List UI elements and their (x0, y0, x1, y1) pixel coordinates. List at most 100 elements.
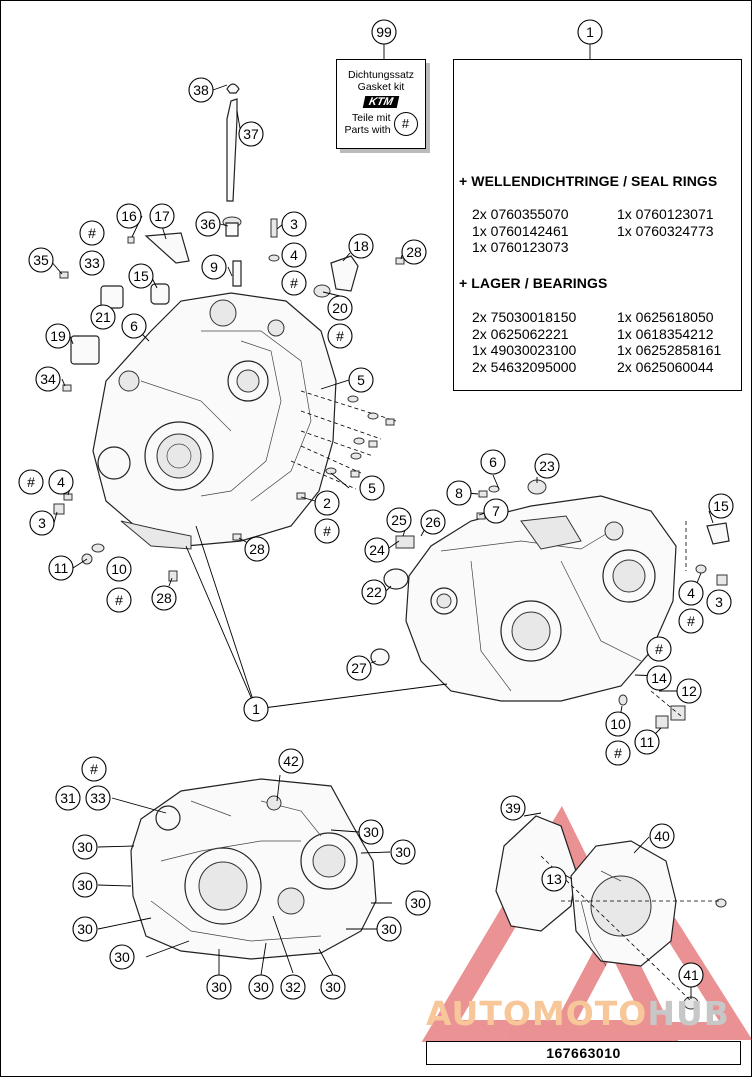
svg-text:#: # (115, 592, 123, 608)
svg-text:7: 7 (492, 503, 500, 519)
callout-2: 2 (314, 490, 340, 516)
svg-text:30: 30 (77, 839, 93, 855)
callout-6-left: 6 (121, 313, 147, 339)
svg-text:4: 4 (290, 247, 298, 263)
callout-30-f: 30 (72, 916, 98, 942)
svg-text:25: 25 (391, 512, 407, 528)
svg-text:#: # (90, 761, 98, 777)
callout-3-upper-left: 3 (281, 211, 307, 237)
svg-text:5: 5 (357, 372, 365, 388)
callout-15-right: 15 (708, 493, 734, 519)
callout-8: 8 (446, 480, 472, 506)
svg-text:31: 31 (60, 790, 76, 806)
bearings-heading: + LAGER / BEARINGS (459, 275, 608, 291)
part-number-entry (617, 239, 740, 256)
svg-text:5: 5 (368, 480, 376, 496)
svg-text:40: 40 (654, 828, 670, 844)
svg-text:13: 13 (546, 871, 562, 887)
callout-37: 37 (238, 121, 264, 147)
svg-text:20: 20 (332, 300, 348, 316)
svg-text:#: # (88, 225, 96, 241)
svg-text:33: 33 (84, 255, 100, 271)
callout-23: 23 (534, 453, 560, 479)
watermark-part-2: HUB (647, 994, 730, 1033)
bolt-set-5 (290, 390, 397, 490)
svg-text:#: # (614, 745, 622, 761)
callout-33-lower: 33 (85, 785, 111, 811)
callout-6-right: 6 (480, 449, 506, 475)
callout-5-bottom: 5 (359, 475, 385, 501)
svg-text:14: 14 (651, 670, 667, 686)
svg-text:39: 39 (505, 800, 521, 816)
svg-text:30: 30 (77, 877, 93, 893)
svg-text:30: 30 (114, 949, 130, 965)
svg-text:15: 15 (713, 498, 729, 514)
callout-38: 38 (188, 77, 214, 103)
svg-text:30: 30 (325, 979, 341, 995)
svg-text:36: 36 (200, 216, 216, 232)
crankcase-assembled (130, 778, 377, 960)
part-number-entry: 1x 49030023100 (472, 342, 577, 358)
svg-text:11: 11 (640, 734, 655, 750)
svg-text:28: 28 (156, 590, 172, 606)
plug-18 (313, 255, 359, 298)
seal-rings-heading: + WELLENDICHTRINGE / SEAL RINGS (459, 173, 718, 189)
part-number-entry: 2x 75030018150 (472, 309, 577, 325)
svg-text:3: 3 (290, 216, 298, 232)
part-number-entry: 2x 54632095000 (472, 358, 577, 375)
callout-40: 40 (649, 823, 675, 849)
callout-30-b: 30 (72, 834, 98, 860)
svg-text:#: # (27, 474, 35, 490)
callout-hash-2: # (314, 518, 340, 544)
kit-parts-label-de: Teile mit (352, 112, 391, 124)
crankcase-right-half (405, 495, 677, 702)
callout-hash-33: # (79, 220, 105, 246)
callout-hash-4-left: # (18, 469, 44, 495)
callout-30-c: 30 (390, 839, 416, 865)
callout-30-e: 30 (405, 890, 431, 916)
callout-35: 35 (28, 247, 54, 273)
svg-text:12: 12 (681, 683, 697, 699)
callout-27: 27 (346, 655, 372, 681)
svg-text:30: 30 (77, 921, 93, 937)
callout-30-g: 30 (376, 916, 402, 942)
svg-text:27: 27 (351, 660, 367, 676)
part-number-entry: 1x 0760123073 (472, 239, 569, 255)
callout-1-kit: 1 (577, 19, 603, 45)
kit-label-de: Dichtungssatz (348, 69, 414, 81)
callout-30-k: 30 (320, 974, 346, 1000)
svg-text:34: 34 (40, 371, 56, 387)
ktm-logo: KTM (362, 96, 400, 108)
svg-text:15: 15 (133, 268, 149, 284)
part-number-entry: 1x 06252858161 (617, 342, 722, 358)
svg-text:30: 30 (253, 979, 269, 995)
svg-text:37: 37 (243, 126, 259, 142)
svg-text:26: 26 (425, 514, 441, 530)
svg-text:2: 2 (323, 495, 331, 511)
svg-text:3: 3 (38, 515, 46, 531)
part-number-entry: 2x 0760355070 (472, 206, 569, 222)
callout-hash-4-upper-left: # (281, 270, 307, 296)
callout-33-upper: 33 (79, 250, 105, 276)
svg-text:16: 16 (121, 208, 137, 224)
callout-hash-20: # (327, 323, 353, 349)
part-number-entry: 1x 0760123071 (617, 206, 714, 222)
callout-28-mid: 28 (244, 536, 270, 562)
kit-label-en: Gasket kit (357, 81, 405, 93)
callout-hash-31-33: # (81, 756, 107, 782)
callout-31: 31 (55, 785, 81, 811)
callout-39: 39 (500, 795, 526, 821)
svg-text:11: 11 (54, 560, 69, 576)
small-parts-upper-left (53, 218, 405, 582)
svg-text:#: # (323, 523, 331, 539)
callout-17: 17 (149, 203, 175, 229)
svg-text:28: 28 (406, 244, 422, 260)
callout-16: 16 (116, 203, 142, 229)
callout-hash-10-right: # (605, 740, 631, 766)
part-number-entry: 1x 0760324773 (617, 222, 714, 239)
callout-4-right: 4 (678, 580, 704, 606)
callout-36: 36 (195, 211, 221, 237)
callout-13: 13 (541, 866, 567, 892)
